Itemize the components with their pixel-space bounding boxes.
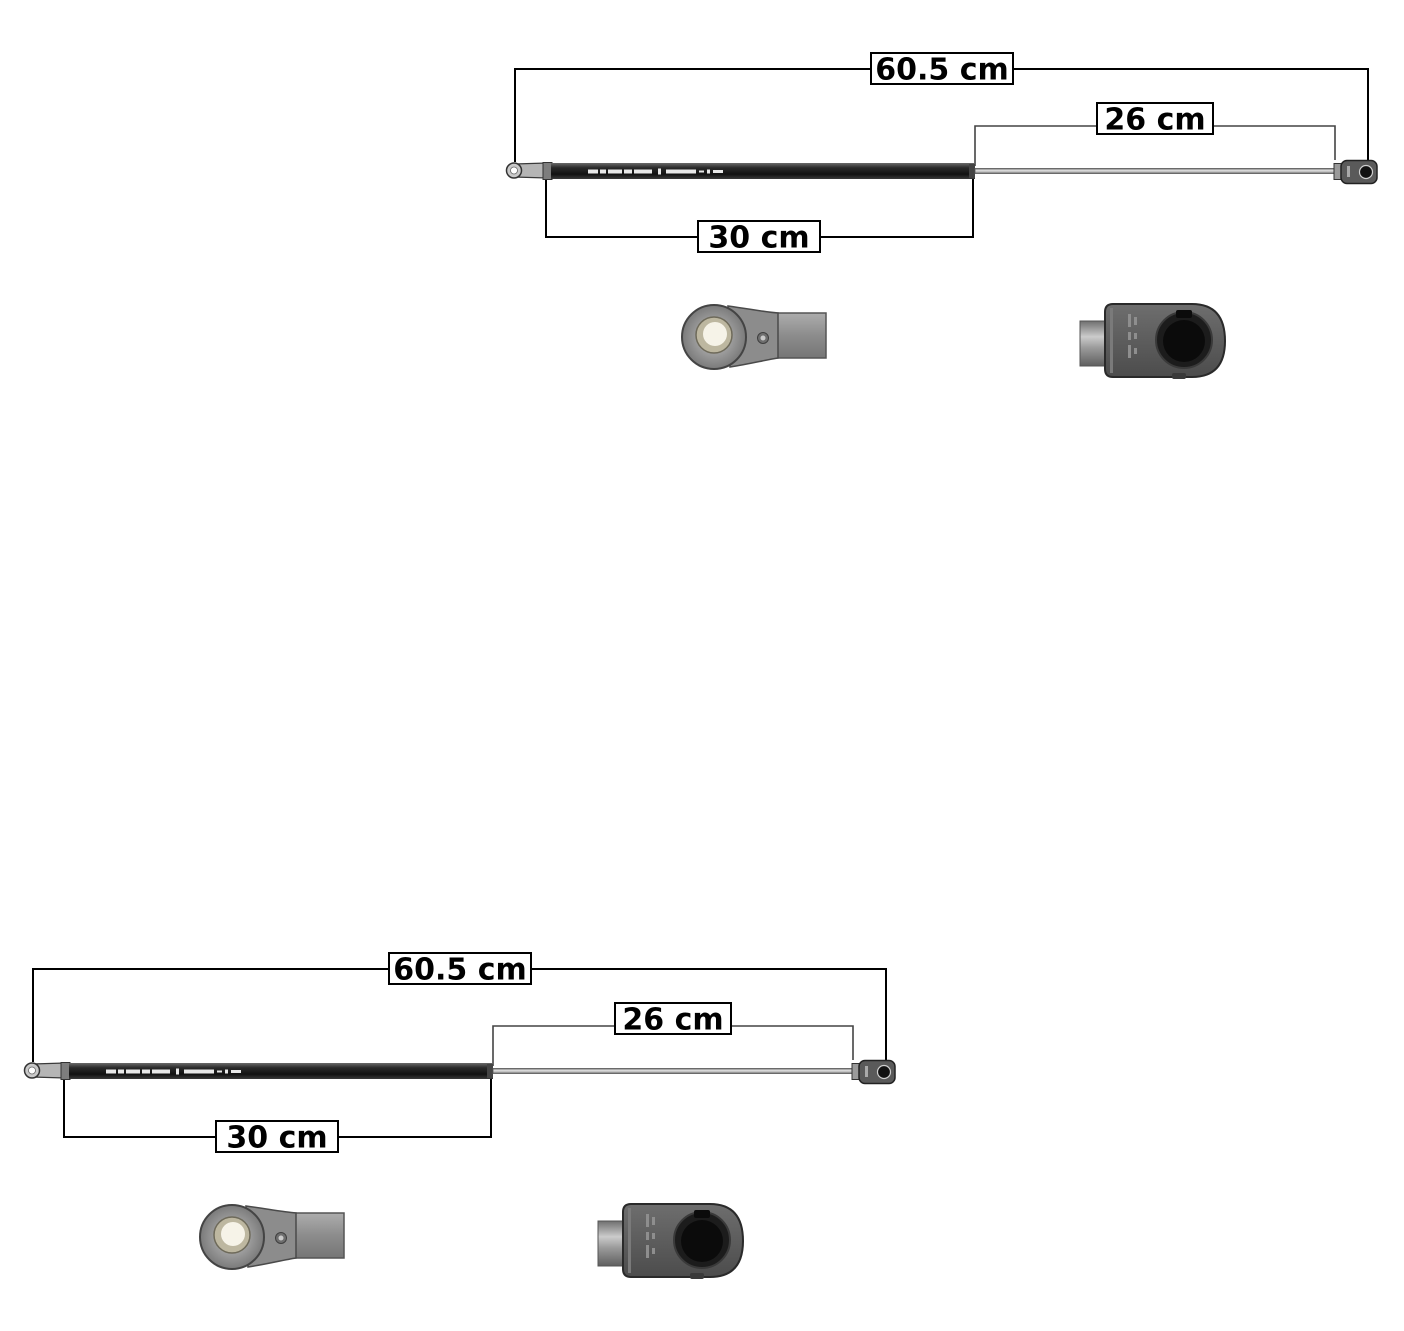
right-socket-marking	[865, 1066, 868, 1077]
print-mark	[666, 169, 696, 174]
rod-dimension-box	[614, 1002, 732, 1035]
print-mark	[106, 1069, 116, 1074]
overall-dimension-box	[388, 952, 532, 985]
print-mark	[217, 1070, 222, 1073]
closeup-vent-hole-inner	[278, 1235, 284, 1241]
piston-rod	[974, 168, 1338, 174]
print-mark	[707, 169, 710, 174]
print-mark	[624, 169, 632, 174]
cylinder-body	[551, 163, 975, 179]
piston-rod	[492, 1068, 856, 1074]
overall-dimension-text: 60.5 cm	[393, 953, 527, 988]
right-socket-end	[851, 1059, 896, 1085]
body-dimension-text: 30 cm	[226, 1121, 327, 1156]
print-mark	[184, 1069, 214, 1074]
print-mark	[126, 1069, 140, 1074]
body-dimension-box	[697, 220, 821, 253]
molded-mark	[646, 1214, 649, 1227]
closeup-molded-marking	[1128, 314, 1137, 358]
print-mark	[699, 170, 704, 173]
print-mark	[225, 1069, 228, 1074]
rod-dimension-text: 26 cm	[1104, 103, 1205, 138]
closeup-molded-marking	[646, 1214, 655, 1258]
molded-mark	[1128, 332, 1131, 340]
cylinder-print-logo	[106, 1068, 241, 1075]
closeup-socket-tab	[690, 1273, 704, 1279]
body-dimension-text: 30 cm	[708, 221, 809, 256]
molded-mark	[1134, 317, 1137, 325]
cylinder-end-ring	[969, 164, 975, 178]
molded-mark	[652, 1248, 655, 1254]
gas-strut	[23, 1059, 896, 1085]
closeup-socket-highlight	[628, 1208, 631, 1273]
closeup-shaft	[775, 312, 827, 359]
right-socket-hole	[876, 1064, 892, 1080]
strut-figure: 60.5 cm 26 cm 30 cm	[23, 952, 896, 1279]
overall-dimension-label: 60.5 cm	[870, 52, 1014, 88]
rod-dimension-box	[1096, 102, 1214, 135]
overall-dimension-box	[870, 52, 1014, 85]
molded-mark	[652, 1217, 655, 1225]
rod-dimension-label: 26 cm	[614, 1002, 732, 1038]
closeup-socket-notch	[1176, 310, 1192, 318]
print-mark	[118, 1069, 124, 1074]
overall-dimension-label: 60.5 cm	[388, 952, 532, 988]
closeup-vent-hole-inner	[760, 335, 766, 341]
print-mark	[588, 169, 598, 174]
gas-strut	[505, 159, 1378, 185]
right-end-closeup	[597, 1203, 745, 1279]
cylinder-body	[69, 1063, 493, 1079]
molded-mark	[1128, 314, 1131, 327]
body-dimension-label: 30 cm	[215, 1120, 339, 1156]
print-mark	[658, 168, 661, 175]
print-mark	[600, 169, 606, 174]
print-mark	[152, 1069, 170, 1074]
print-mark	[634, 169, 652, 174]
closeup-socket-tab	[1172, 373, 1186, 379]
closeup-socket-highlight	[1110, 308, 1113, 373]
cylinder-end-ring	[487, 1064, 493, 1078]
closeup-bushing-bore	[221, 1222, 245, 1246]
left-collar	[60, 1062, 71, 1080]
closeup-socket-bore	[1163, 320, 1205, 362]
molded-mark	[646, 1232, 649, 1240]
left-collar	[542, 162, 553, 180]
closeup-socket-bore	[681, 1220, 723, 1262]
closeup-bushing-bore	[703, 322, 727, 346]
body-dimension-box	[215, 1120, 339, 1153]
strut-figure: 60.5 cm 26 cm 30 cm	[505, 52, 1378, 379]
molded-mark	[1134, 348, 1137, 354]
right-end-closeup	[1079, 303, 1227, 379]
left-end-closeup	[681, 304, 827, 370]
cylinder-print-logo	[588, 168, 723, 175]
rod-dimension-text: 26 cm	[622, 1003, 723, 1038]
closeup-shaft	[293, 1212, 345, 1259]
closeup-socket-notch	[694, 1210, 710, 1218]
molded-mark	[652, 1233, 655, 1239]
overall-dimension-text: 60.5 cm	[875, 53, 1009, 88]
print-mark	[231, 1070, 241, 1073]
left-eye-hole	[28, 1066, 36, 1075]
print-mark	[713, 170, 723, 173]
left-eye-end	[505, 162, 553, 180]
molded-mark	[646, 1245, 649, 1258]
left-end-closeup	[199, 1204, 345, 1270]
print-mark	[176, 1068, 179, 1075]
right-socket-end	[1333, 159, 1378, 185]
molded-mark	[1134, 333, 1137, 339]
body-dimension-label: 30 cm	[697, 220, 821, 256]
left-eye-end	[23, 1062, 71, 1080]
print-mark	[608, 169, 622, 174]
right-socket-marking	[1347, 166, 1350, 177]
right-socket-hole	[1358, 164, 1374, 180]
print-mark	[142, 1069, 150, 1074]
molded-mark	[1128, 345, 1131, 358]
left-eye-hole	[510, 166, 518, 175]
rod-dimension-label: 26 cm	[1096, 102, 1214, 138]
